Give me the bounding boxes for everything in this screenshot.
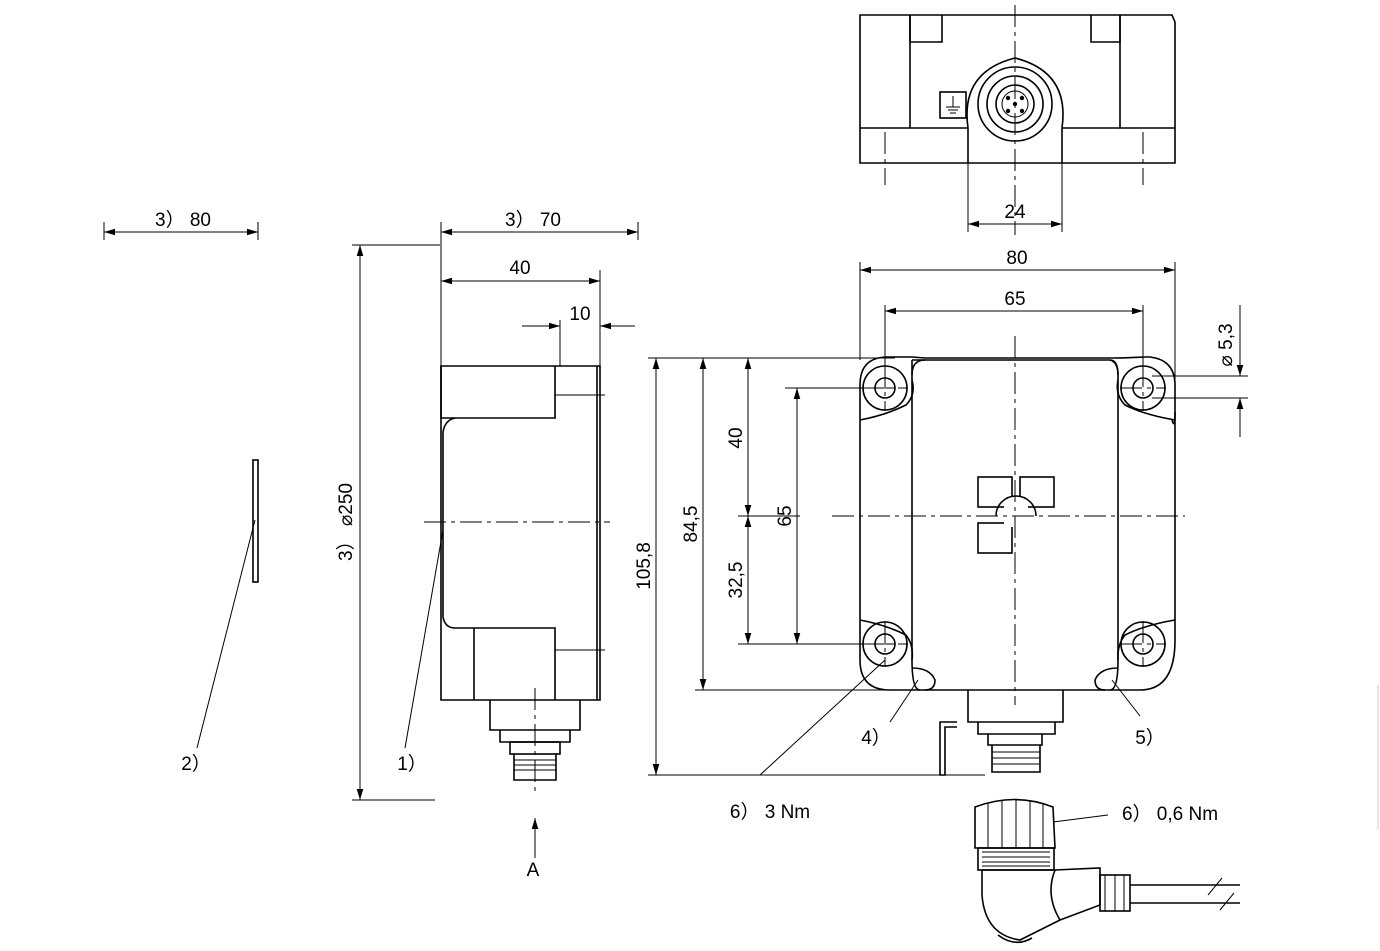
side-view: 3） ⌀250 3） 70 40 10 1） A bbox=[335, 209, 639, 881]
top-view: 24 bbox=[859, 5, 1176, 235]
front-view: 80 65 ⌀ 5,3 bbox=[634, 248, 1248, 823]
dim-hole-spacing-x: 65 bbox=[1004, 289, 1025, 310]
dim-side-width: 3） 70 bbox=[505, 209, 561, 231]
dim-hole-diameter: ⌀ 5,3 bbox=[1216, 323, 1237, 366]
callout-5: 5） bbox=[1135, 727, 1165, 749]
torque-connector-label: 6） 0,6 Nm bbox=[1122, 803, 1218, 825]
dim-side-depth: 40 bbox=[509, 258, 530, 279]
torque-screw-label: 6） 3 Nm bbox=[730, 801, 810, 823]
dim-front-width: 80 bbox=[1006, 248, 1027, 269]
view-label-a: A bbox=[527, 860, 540, 881]
target-plate: 3） 80 2） bbox=[103, 209, 259, 775]
dim-connector-width: 24 bbox=[1004, 202, 1026, 223]
dim-side-flange: 10 bbox=[569, 304, 590, 325]
cable-connector: 6） 0,6 Nm bbox=[974, 798, 1240, 944]
target-symbol bbox=[977, 476, 1055, 554]
dim-height-84: 84,5 bbox=[681, 506, 702, 543]
dim-height-40: 40 bbox=[726, 427, 747, 448]
callout-4: 4） bbox=[861, 727, 891, 749]
dim-height: 3） ⌀250 bbox=[335, 483, 357, 561]
callout-1: 1） bbox=[397, 753, 427, 775]
dim-hole-spacing-y: 65 bbox=[775, 505, 796, 526]
callout-2: 2） bbox=[181, 753, 211, 775]
dim-target-width: 3） 80 bbox=[155, 209, 211, 231]
dim-height-32: 32,5 bbox=[726, 562, 747, 599]
dim-overall-height: 105,8 bbox=[634, 542, 655, 590]
